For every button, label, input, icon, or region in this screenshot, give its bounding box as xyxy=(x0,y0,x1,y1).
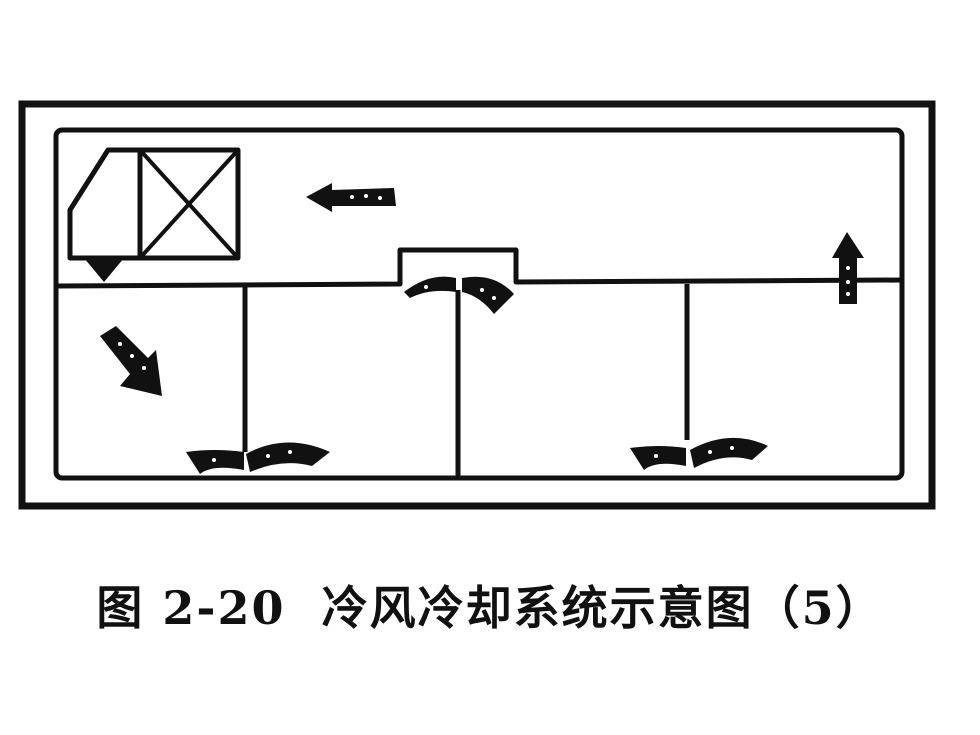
airflow-split-center xyxy=(404,276,514,314)
inner-frame xyxy=(53,127,905,481)
airflow-arrow-left xyxy=(306,183,396,212)
ceiling-duct-line xyxy=(57,247,903,289)
outer-frame xyxy=(18,100,936,510)
airflow-split-bottom-left xyxy=(186,442,330,474)
airflow-arrow-up xyxy=(832,232,864,304)
cold-air-cooling-diagram xyxy=(18,100,936,510)
air-cooler-unit xyxy=(67,147,241,282)
airflow-arrow-diagonal xyxy=(100,326,162,396)
figure-caption: 图 2-20 冷风冷却系统示意图（5） xyxy=(96,581,884,635)
airflow-split-bottom-right xyxy=(630,437,768,470)
